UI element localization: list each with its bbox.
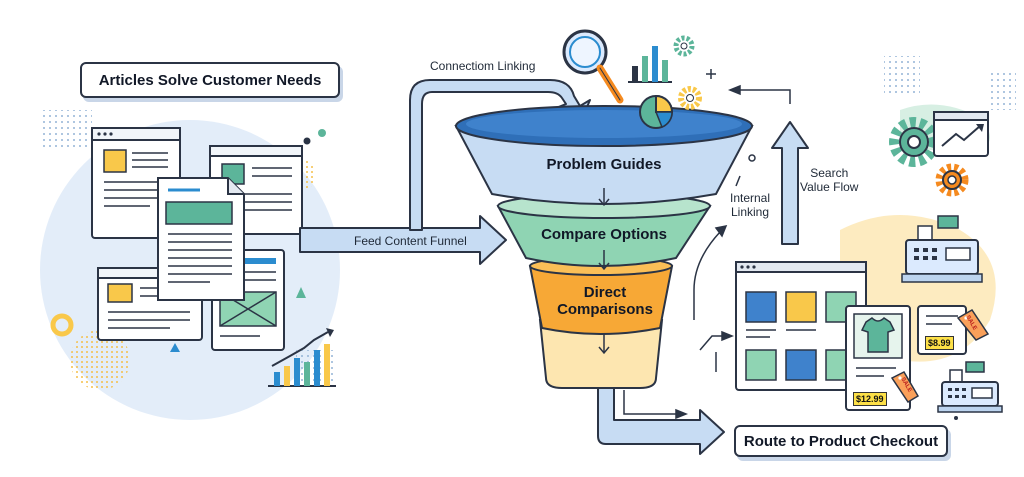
title-box: Articles Solve Customer Needs xyxy=(80,62,340,98)
price-tag-icon xyxy=(890,371,920,404)
connection-linking-label: Connectiom Linking xyxy=(430,59,536,73)
bar-chart-icon xyxy=(628,46,672,83)
thin-connectors xyxy=(623,84,791,420)
route-checkout-arrow xyxy=(597,369,725,455)
search-value-arrow xyxy=(771,121,809,245)
decor-plus xyxy=(706,69,756,187)
price-tag-small: $8.99 xyxy=(925,336,954,350)
cash-register-icon xyxy=(901,215,983,283)
gear-icon xyxy=(673,35,695,57)
trend-chart-icon xyxy=(268,328,336,387)
funnel-stage-problem-guides: Problem Guides xyxy=(546,156,662,173)
feed-content-arrow xyxy=(299,215,507,265)
price-tag-icon xyxy=(956,309,990,341)
document-icon xyxy=(91,127,181,239)
magnifier-icon xyxy=(562,29,624,104)
product-catalog-window xyxy=(735,261,867,391)
feed-content-funnel-label: Feed Content Funnel xyxy=(354,234,467,248)
route-checkout-box: Route to Product Checkout xyxy=(734,425,948,457)
internal-linking-label: Internal Linking xyxy=(730,191,771,219)
funnel-stage-compare-options: Compare Options xyxy=(541,226,667,243)
gear-icon xyxy=(935,163,969,197)
gear-icon xyxy=(678,86,702,110)
tshirt-icon xyxy=(860,317,896,353)
analytics-window-icon xyxy=(933,111,989,157)
funnel xyxy=(454,105,754,389)
pie-chart-icon xyxy=(639,94,674,129)
product-card xyxy=(845,305,911,411)
price-tag-large: $12.99 xyxy=(853,392,887,406)
funnel-stage-direct-comparisons: Direct Comparisons xyxy=(557,284,653,318)
document-icon xyxy=(157,177,245,301)
cash-register-icon xyxy=(937,361,1003,413)
search-value-flow-label: Search Value Flow xyxy=(800,166,859,194)
